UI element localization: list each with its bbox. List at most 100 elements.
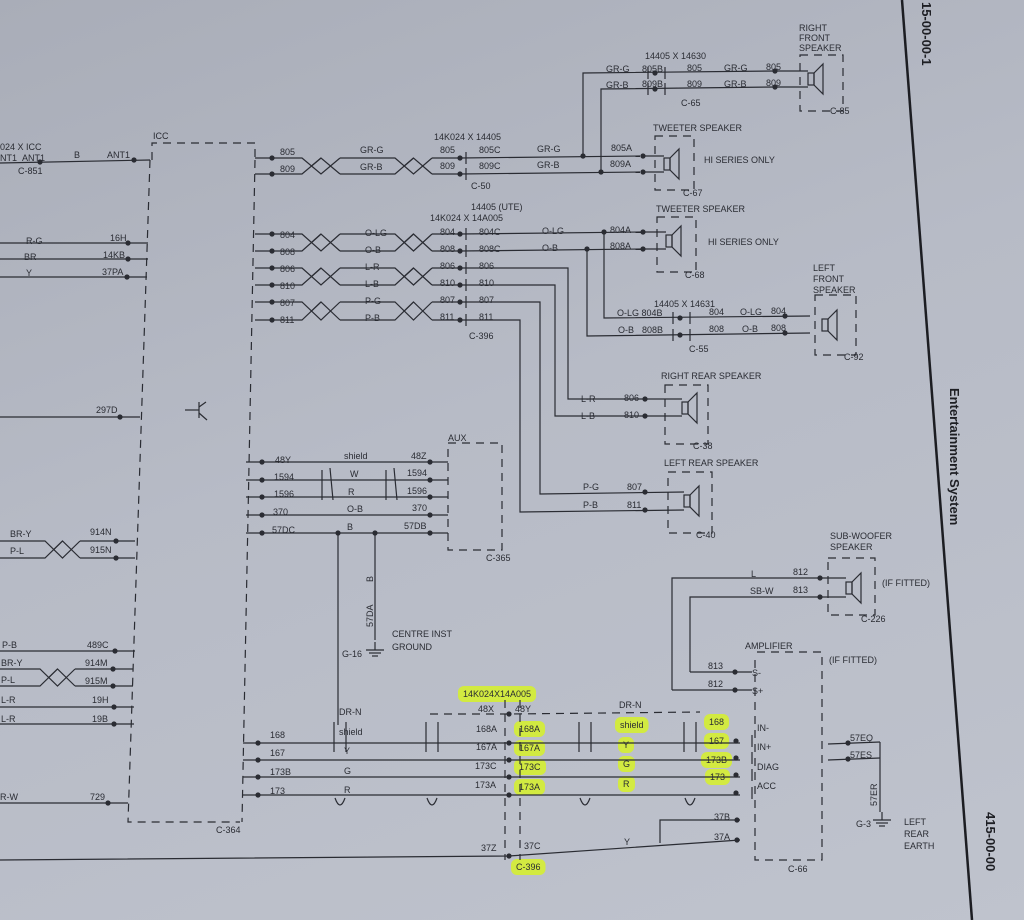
front-left-label: 804	[440, 227, 455, 237]
wire	[459, 248, 644, 252]
icc-label: 489C	[87, 640, 109, 650]
front-right-label: GR-G	[360, 145, 384, 155]
front-left-label: P-B	[365, 313, 380, 323]
twisted-wire	[340, 301, 433, 321]
earth-label: REAR	[904, 829, 930, 839]
front-left-label: O-LG	[542, 226, 564, 236]
terminal-pin	[506, 853, 512, 859]
amplifier-label: 37Z	[481, 843, 497, 853]
wire	[689, 596, 846, 672]
front-left-label: P-G	[365, 296, 381, 306]
amplifier-label: 173A	[519, 782, 540, 792]
aux-label: 57DB	[404, 521, 427, 531]
highlighter-mark	[511, 859, 546, 875]
terminal-pin	[269, 248, 275, 254]
terminal-pin	[733, 772, 739, 778]
icc-label: C-364	[216, 825, 241, 835]
front-right-label: 809	[440, 161, 455, 171]
terminal-pin	[427, 477, 433, 483]
twisted-wire	[255, 267, 341, 286]
aux-label: 48Y	[275, 455, 291, 465]
front-right-label: 14405 X 14630	[645, 51, 706, 61]
icc-label: 297D	[96, 405, 118, 415]
terminal-pin	[110, 666, 116, 672]
terminal-pin	[845, 756, 851, 762]
twisted-wire	[255, 157, 341, 175]
terminal-pin	[255, 774, 261, 780]
front-right-label: 805	[766, 62, 781, 72]
tweeter-speaker-icon	[665, 234, 673, 248]
terminal-pin	[642, 413, 648, 419]
wire	[603, 232, 811, 319]
amplifier-label: 167	[709, 736, 724, 746]
front-right-label: 805	[280, 147, 295, 157]
front-left-label: 807	[440, 295, 455, 305]
right-rear-speaker-icon	[681, 401, 689, 415]
terminal-pin	[427, 512, 433, 518]
amplifier-label: (IF FITTED)	[829, 655, 877, 665]
front-right-label: GR-G	[724, 63, 748, 73]
front-left-label: 807	[280, 298, 295, 308]
twisted-wire	[340, 157, 433, 175]
section-title: Entertainment System	[947, 388, 962, 525]
shield-marker	[333, 722, 347, 806]
rear-speaker-label: 807	[627, 482, 642, 492]
front-right-label: FRONT	[799, 33, 830, 43]
front-left-label: 806	[280, 264, 295, 274]
twisted-wire	[255, 233, 341, 252]
terminal-pin	[733, 755, 739, 761]
earth-label: 57EQ	[850, 733, 873, 743]
front-left-label: C-396	[469, 331, 494, 341]
icc-label: 19B	[92, 714, 108, 724]
front-right-label: SPEAKER	[799, 43, 842, 53]
twisted-wire	[403, 157, 414, 167]
front-left-label: 804	[709, 307, 724, 317]
terminal-pin	[642, 507, 648, 513]
twisted-wire	[340, 267, 433, 286]
front-left-label: O-B	[618, 325, 634, 335]
aux-label: G-16	[342, 649, 362, 659]
amplifier-label: C-396	[516, 862, 541, 872]
icc-label: 914N	[90, 527, 112, 537]
twisted-wire	[255, 233, 341, 252]
rear-speaker-label: C-40	[696, 530, 716, 540]
sub-woofer-label: SB-W	[750, 586, 774, 596]
amplifier-label: 168A	[476, 724, 497, 734]
terminal-pin	[782, 330, 788, 336]
amplifier-label: 168A	[519, 724, 540, 734]
amplifier-label: ACC	[757, 781, 777, 791]
front-left-label: 807	[479, 295, 494, 305]
front-right-label: GR-B	[606, 80, 629, 90]
front-left-label: 14K024 X 14A005	[430, 213, 503, 223]
terminal-pin	[734, 817, 740, 823]
aux-label: W	[350, 469, 359, 479]
front-right-label: 805B	[642, 64, 663, 74]
tweeter-speaker-icon	[669, 147, 680, 181]
front-left-label: 808	[280, 247, 295, 257]
amplifier-label: 48Y	[515, 704, 531, 714]
highlighter-mark	[458, 686, 537, 702]
amplifier-label: R	[623, 779, 630, 789]
earth-label: 57ER	[869, 783, 879, 806]
right-front-speaker-outline	[799, 54, 844, 112]
twisted-wire	[340, 267, 433, 286]
highlighter-marks	[458, 686, 733, 875]
sub-woofer-label: C-226	[861, 614, 886, 624]
amplifier-label: S+	[752, 686, 763, 696]
icc-label: 915N	[90, 545, 112, 555]
amplifier-label: 813	[708, 661, 723, 671]
aux-label: 57DA	[365, 604, 375, 627]
terminal-pin	[732, 687, 738, 693]
wire	[459, 155, 641, 159]
terminal-pin	[125, 240, 131, 246]
front-left-label: 810	[280, 281, 295, 291]
earth-label: LEFT	[904, 817, 927, 827]
amplifier-label: 14K024X14A005	[463, 689, 531, 699]
icc-label: P-L	[1, 675, 15, 685]
tweeter-speaker-outline	[656, 216, 697, 273]
rear-speaker-label: LEFT REAR SPEAKER	[664, 458, 759, 468]
terminal-pin	[259, 494, 265, 500]
